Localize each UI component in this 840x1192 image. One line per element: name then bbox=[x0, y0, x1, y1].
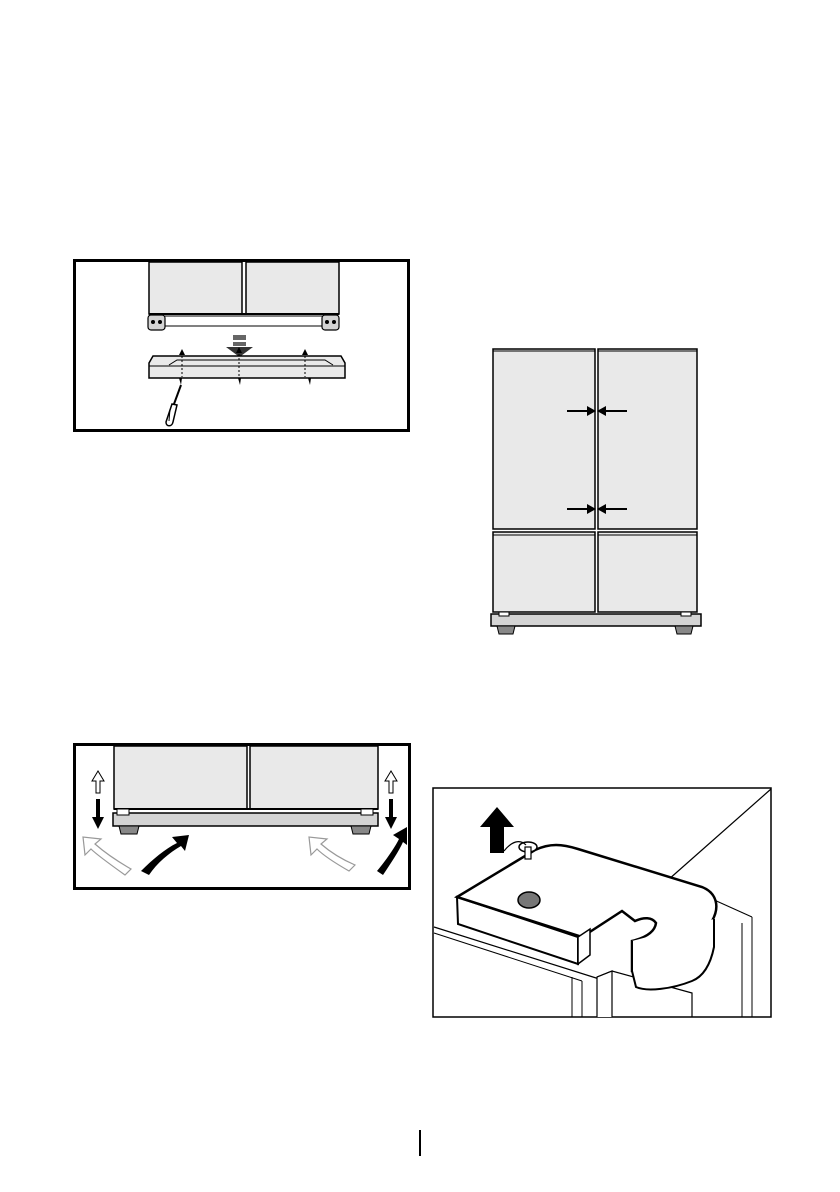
lower-drawers bbox=[493, 532, 697, 612]
adjustable-feet-figure bbox=[73, 743, 411, 890]
base-rail bbox=[491, 612, 701, 634]
fridge-doors bbox=[114, 746, 378, 809]
hinge-cover-removal-figure bbox=[432, 787, 772, 1018]
page-marker bbox=[419, 1130, 421, 1156]
hole-cap bbox=[518, 892, 540, 908]
kickplate-install-figure bbox=[73, 259, 410, 432]
upper-doors bbox=[493, 349, 697, 529]
door-gap-alignment-figure bbox=[485, 346, 705, 648]
